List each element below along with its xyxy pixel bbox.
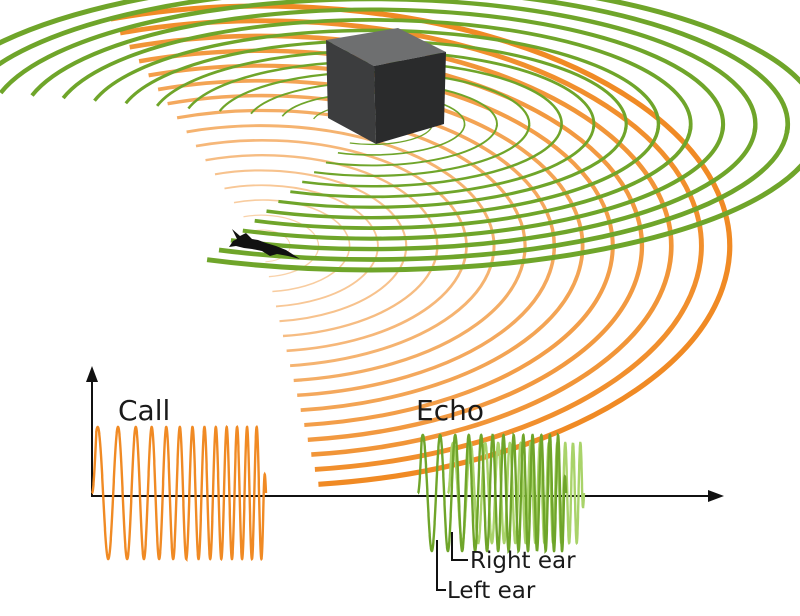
call-wavefront [157, 78, 585, 412]
cube-top-face [326, 28, 446, 66]
echo-wavefront-front [313, 124, 531, 177]
echo-wavefront [0, 0, 790, 133]
echo-wavefront [30, 7, 726, 132]
echo-wavefront-front [349, 124, 433, 146]
echo-wavefront-front [254, 125, 693, 230]
call-wavefront [252, 229, 291, 263]
echo-wavefront-front [278, 125, 628, 209]
echo-wavefront-front [290, 125, 596, 199]
echo-wavefront [0, 0, 800, 85]
echo-wavefront-front [242, 126, 726, 241]
echo-wavefront-front [302, 125, 563, 188]
cube-front-face [326, 40, 376, 144]
left-ear-label: Left ear [447, 578, 536, 604]
echo-wavefront-front [218, 126, 790, 262]
echo-wavefront-front [337, 124, 466, 156]
echo-wavefront-front [266, 125, 661, 220]
echo-wavefront-front [230, 126, 758, 252]
right-ear-bracket [451, 532, 468, 561]
echo-label: Echo [416, 394, 484, 427]
call-wavefront [224, 184, 379, 308]
echo-left-ear-waveform [417, 432, 568, 554]
echo-wavefront-front [325, 124, 498, 167]
x-axis-arrowhead [708, 490, 724, 502]
cube-side-face [374, 52, 446, 144]
ear-brackets [436, 532, 468, 591]
call-wavefront [233, 199, 351, 293]
y-axis-arrowhead [86, 366, 98, 382]
right-ear-label: Right ear [470, 548, 576, 574]
left-ear-bracket [436, 540, 446, 591]
bat-silhouette-icon [229, 229, 300, 259]
echo-wavefront [93, 28, 661, 131]
call-waveform [91, 424, 268, 562]
call-label: Call [118, 394, 170, 427]
cube-icon [326, 28, 446, 144]
call-wavefront [167, 93, 556, 398]
echo-wavefront-front [206, 163, 800, 273]
echo-wavefront [61, 18, 693, 131]
echo-wavefront [0, 0, 758, 133]
